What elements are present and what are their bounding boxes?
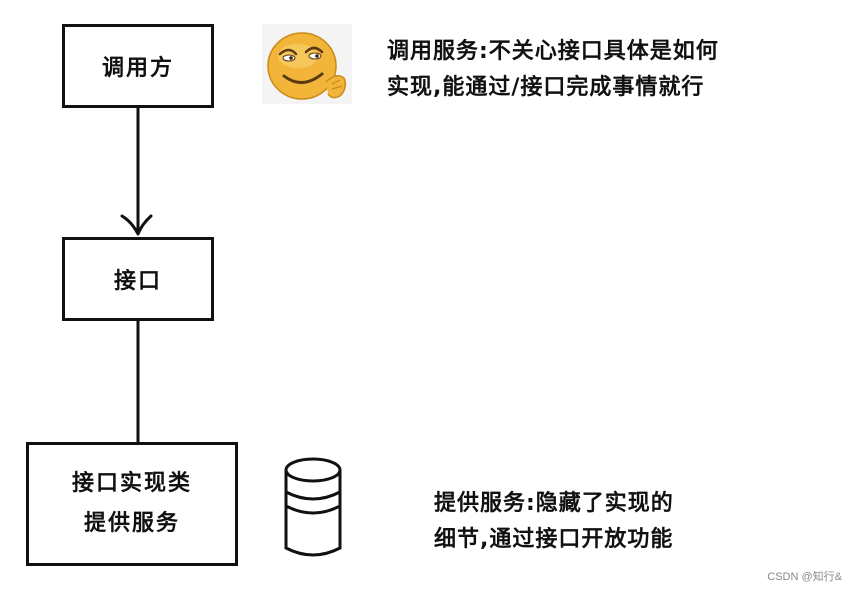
provider-note: 提供服务:隐藏了实现的 细节,通过接口开放功能	[434, 486, 674, 558]
provider-note-line-2: 细节,通过接口开放功能	[434, 527, 674, 552]
database-icon	[284, 457, 342, 557]
provider-note-line-1: 提供服务:隐藏了实现的	[434, 491, 674, 516]
caller-note-line-1: 调用服务:不关心接口具体是如何	[387, 39, 719, 64]
caller-note: 调用服务:不关心接口具体是如何 实现,能通过/接口完成事情就行	[387, 34, 719, 106]
smirking-face-icon	[262, 24, 352, 104]
watermark: CSDN @知行&	[767, 571, 842, 583]
provide-service-label: 提供服务	[83, 511, 180, 536]
caller-label: 调用方	[101, 56, 174, 81]
implementation-box: 接口实现类 提供服务	[26, 442, 238, 566]
implementation-label: 接口实现类	[71, 471, 192, 496]
arrowhead	[120, 214, 153, 236]
caller-note-line-2: 实现,能通过/接口完成事情就行	[387, 75, 705, 100]
interface-box: 接口	[62, 237, 214, 321]
caller-box: 调用方	[62, 24, 214, 108]
interface-label: 接口	[113, 269, 162, 294]
